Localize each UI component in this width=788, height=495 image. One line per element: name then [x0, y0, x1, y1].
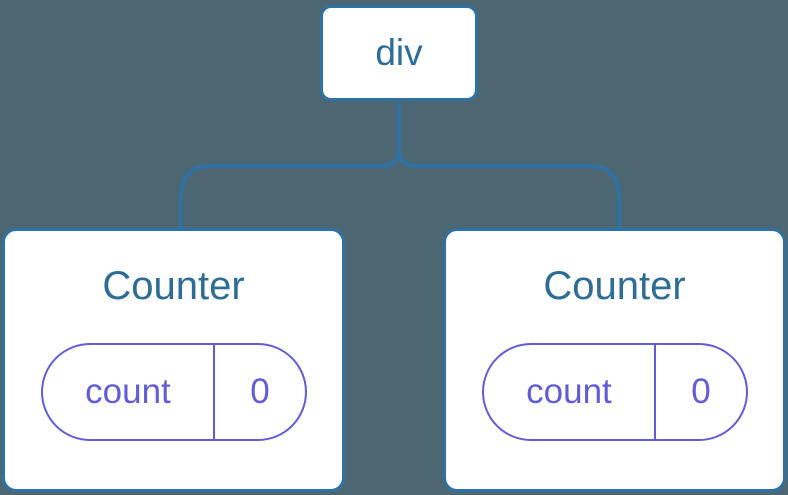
state-pill: count 0 [40, 343, 307, 441]
node-label: Counter [102, 264, 245, 308]
state-value: 0 [691, 372, 711, 411]
tree-node-root: div [320, 5, 478, 101]
state-pill: count 0 [481, 343, 748, 441]
node-label: Counter [543, 264, 686, 308]
connector-right-branch [397, 103, 621, 230]
root-node-label: div [375, 32, 423, 73]
tree-node-counter-right: Counter count 0 [443, 228, 786, 492]
state-value: 0 [250, 372, 270, 411]
tree-node-counter-left: Counter count 0 [2, 228, 345, 492]
connector-left-branch [179, 103, 401, 230]
state-key: count [484, 345, 657, 439]
state-key: count [43, 345, 216, 439]
